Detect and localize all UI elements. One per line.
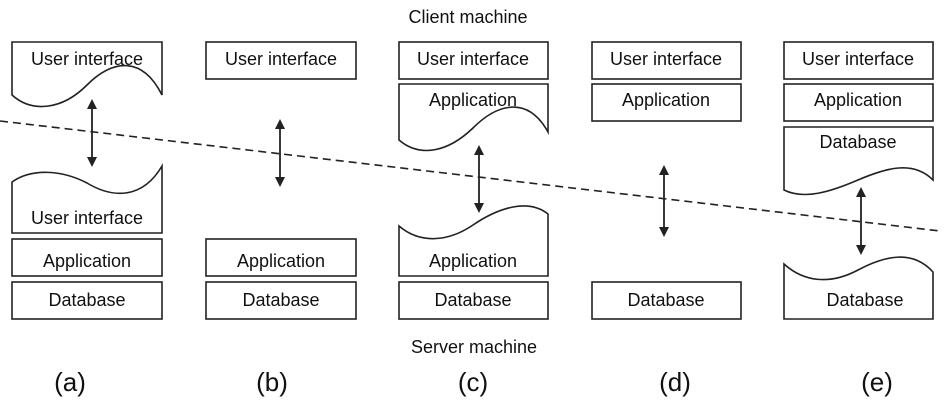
server-database-label: Database <box>48 290 125 310</box>
config-b: User interface Application Database (b) <box>205 41 357 397</box>
client-machine-label: Client machine <box>408 7 527 27</box>
client-ui-label: User interface <box>417 49 529 69</box>
server-database-label: Database <box>242 290 319 310</box>
server-ui-partial-box <box>11 163 163 234</box>
server-database-box <box>398 281 549 320</box>
client-application-box <box>783 83 934 122</box>
client-ui-label: User interface <box>225 49 337 69</box>
client-ui-label: User interface <box>802 49 914 69</box>
client-server-boundary-line <box>0 120 941 232</box>
config-a-caption: (a) <box>54 367 86 397</box>
client-database-partial-box <box>783 126 934 196</box>
client-application-label: Application <box>814 90 902 110</box>
client-ui-box <box>205 41 357 80</box>
config-e: User interface Application Database Data… <box>783 41 934 397</box>
server-ui-label: User interface <box>31 208 143 228</box>
server-application-box <box>11 238 163 277</box>
server-database-box <box>591 281 742 320</box>
server-database-label: Database <box>627 290 704 310</box>
server-database-partial-box <box>783 256 934 320</box>
client-application-label: Application <box>622 90 710 110</box>
server-application-partial-box <box>398 205 549 277</box>
client-ui-label: User interface <box>31 49 143 69</box>
server-database-box <box>205 281 357 320</box>
config-e-caption: (e) <box>861 367 893 397</box>
server-machine-label: Server machine <box>411 337 537 357</box>
server-application-label: Application <box>237 251 325 271</box>
client-ui-partial-box <box>11 41 163 108</box>
client-application-box <box>591 83 742 122</box>
server-database-label: Database <box>434 290 511 310</box>
server-application-label: Application <box>429 251 517 271</box>
client-ui-label: User interface <box>610 49 722 69</box>
server-database-box <box>11 281 163 320</box>
config-c: User interface Application Application D… <box>398 41 549 397</box>
config-d-caption: (d) <box>659 367 691 397</box>
client-database-label: Database <box>819 132 896 152</box>
client-ui-box <box>591 41 742 80</box>
server-application-box <box>205 238 357 277</box>
client-application-label: Application <box>429 90 517 110</box>
config-c-caption: (c) <box>458 367 488 397</box>
server-database-label: Database <box>826 290 903 310</box>
client-application-partial-box <box>398 83 549 152</box>
client-ui-box <box>783 41 934 80</box>
config-d: User interface Application Database (d) <box>591 41 742 397</box>
server-application-label: Application <box>43 251 131 271</box>
config-a: User interface User interface Applicatio… <box>11 41 163 397</box>
client-ui-box <box>398 41 549 80</box>
config-b-caption: (b) <box>256 367 288 397</box>
